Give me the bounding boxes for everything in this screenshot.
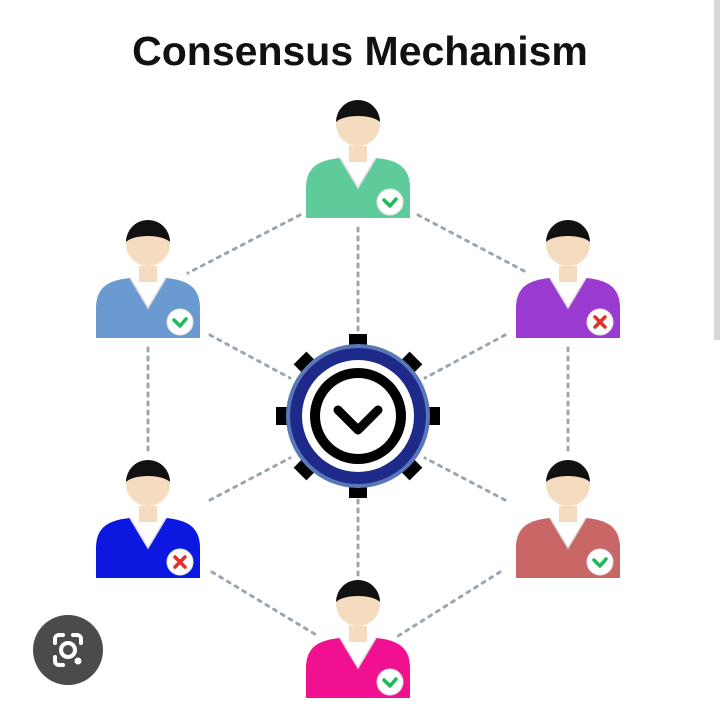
- gear-checkmark-icon: [276, 334, 440, 498]
- chevron-check-icon: [333, 405, 383, 435]
- validator-node-top: [306, 100, 410, 218]
- neck: [559, 506, 577, 522]
- validator-node-upper-left: [96, 220, 200, 338]
- hair: [126, 220, 170, 242]
- collar: [130, 278, 166, 308]
- hair: [546, 460, 590, 482]
- hair: [336, 100, 380, 122]
- collar: [550, 518, 586, 548]
- collar-outline: [129, 277, 167, 310]
- validator-node-upper-right: [516, 220, 620, 338]
- approve-badge: [586, 548, 614, 576]
- cross-icon: [593, 315, 607, 329]
- neck: [139, 506, 157, 522]
- neck: [139, 266, 157, 282]
- scrollbar[interactable]: [714, 0, 720, 340]
- approve-badge: [376, 668, 404, 696]
- neck: [349, 146, 367, 162]
- collar-outline: [339, 157, 377, 190]
- collar-outline: [339, 637, 377, 670]
- hair: [336, 580, 380, 602]
- diagram-title: Consensus Mechanism: [132, 28, 588, 74]
- check-icon: [592, 557, 608, 568]
- neck: [559, 266, 577, 282]
- check-icon: [382, 197, 398, 208]
- collar: [340, 158, 376, 188]
- collar: [340, 638, 376, 668]
- collar-outline: [549, 277, 587, 310]
- connector-line: [423, 333, 507, 380]
- collar-outline: [549, 517, 587, 550]
- validator-nodes: [96, 100, 620, 698]
- collar: [130, 518, 166, 548]
- collar-outline: [129, 517, 167, 550]
- hair: [546, 220, 590, 242]
- validator-node-lower-left: [96, 460, 200, 578]
- collar: [550, 278, 586, 308]
- cross-icon: [173, 555, 187, 569]
- connector-line: [416, 213, 530, 275]
- hair: [126, 460, 170, 482]
- connector-line: [186, 213, 302, 275]
- lens-search-button[interactable]: [33, 615, 103, 685]
- approve-badge: [166, 308, 194, 336]
- approve-badge: [376, 188, 404, 216]
- neck: [349, 626, 367, 642]
- connector-line: [423, 456, 507, 502]
- connector-line: [208, 456, 292, 502]
- consensus-hub: [276, 334, 440, 498]
- connector-line: [210, 570, 320, 638]
- connector-lines: [146, 213, 570, 638]
- check-icon: [172, 317, 188, 328]
- check-icon: [382, 677, 398, 688]
- connector-line: [396, 570, 502, 638]
- validator-node-lower-right: [516, 460, 620, 578]
- lens-search-icon: [53, 633, 83, 667]
- gear-center: [320, 378, 396, 454]
- validator-node-bottom: [306, 580, 410, 698]
- connector-line: [208, 333, 292, 380]
